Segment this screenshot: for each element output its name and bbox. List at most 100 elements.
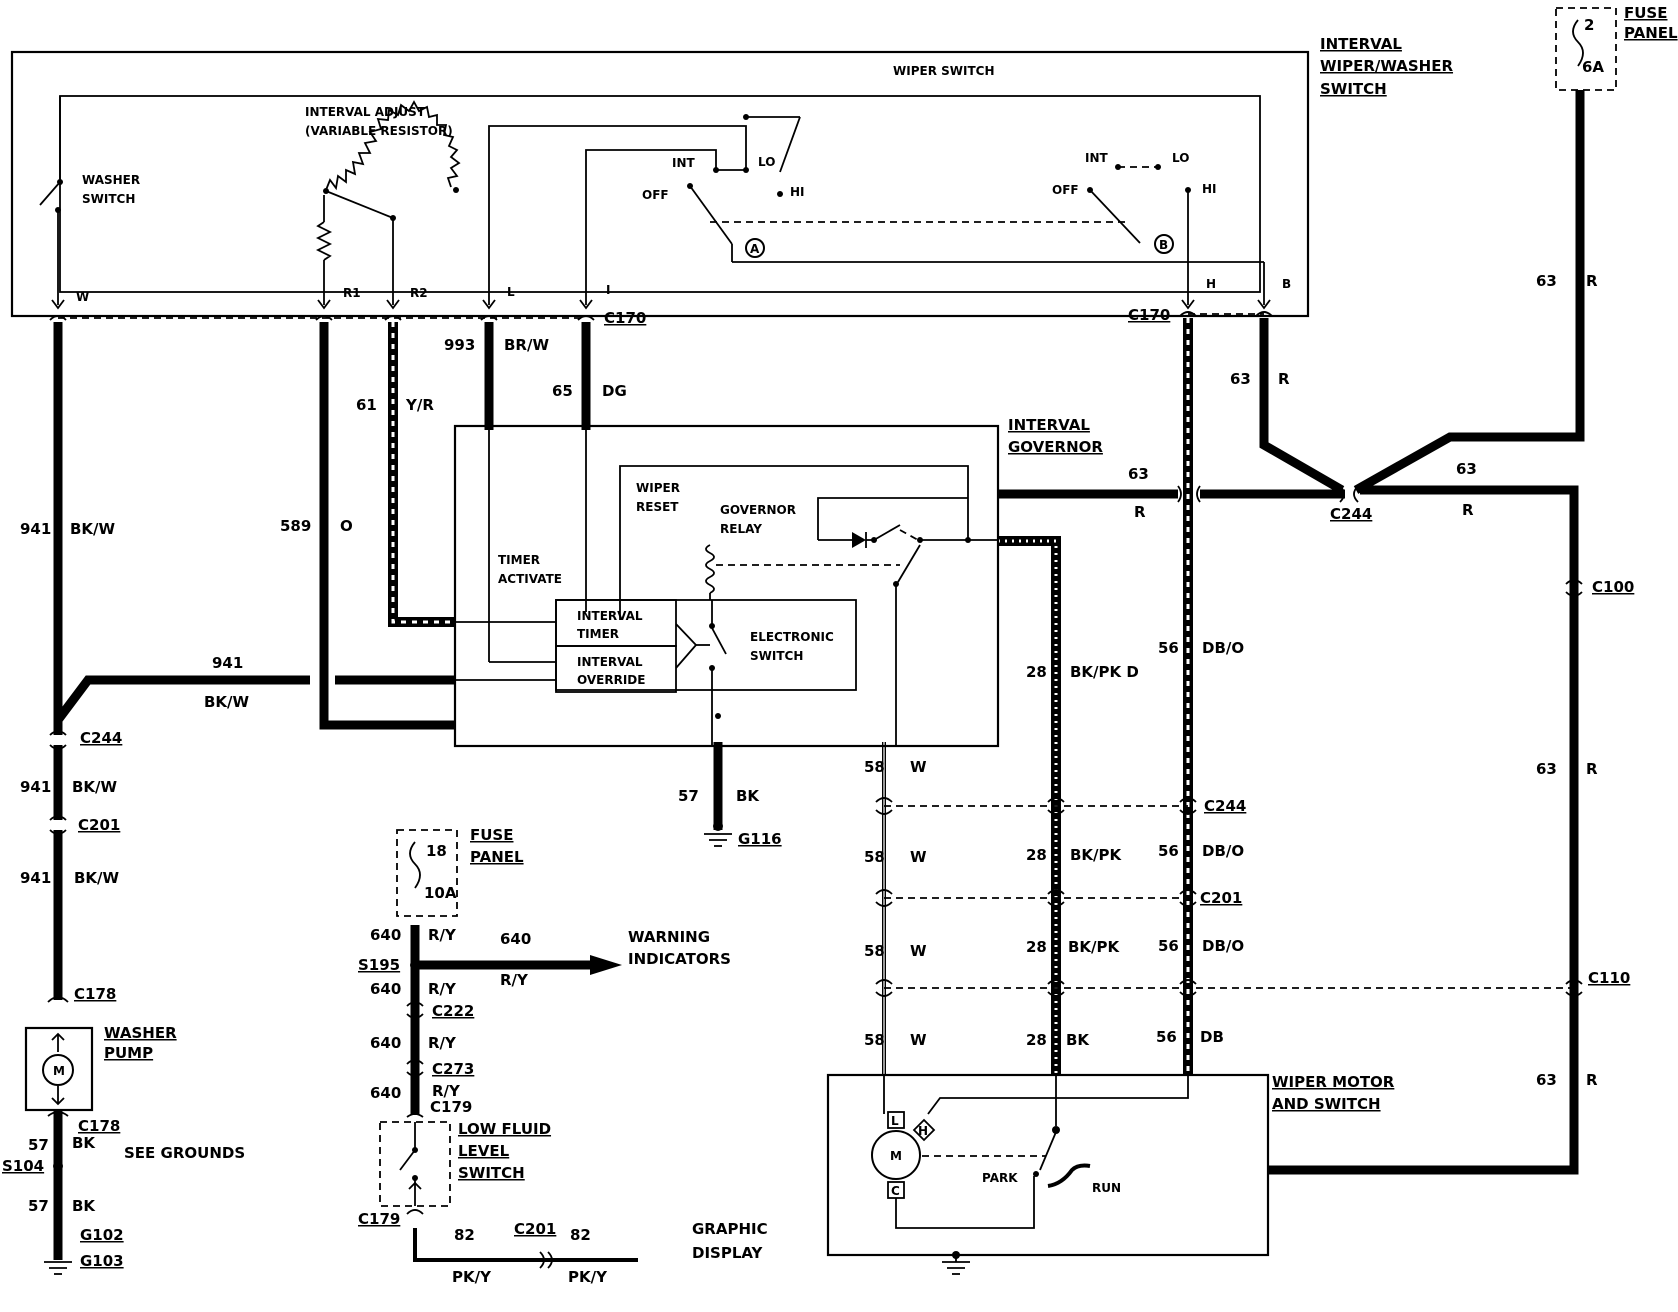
- w56-b-color: DB/O: [1202, 842, 1244, 860]
- w640-d-color: R/Y: [428, 1034, 457, 1052]
- interval-wiper-washer-switch: INTERVAL WIPER/WASHER SWITCH WIPER SWITC…: [10, 35, 1453, 318]
- wiper-reset-line1: WIPER: [636, 481, 680, 495]
- pin-r1: R1: [343, 286, 361, 300]
- w640-a-color: R/Y: [428, 926, 457, 944]
- pos-int-right: INT: [1085, 151, 1109, 165]
- wiper-switch-label: WIPER SWITCH: [893, 64, 995, 78]
- w58-c-num: 58: [864, 942, 885, 960]
- motor-terminal-c: C: [891, 1184, 900, 1198]
- fuse-top-label-line1: FUSE: [1624, 4, 1667, 22]
- fuse-top-label-line2: PANEL: [1624, 24, 1678, 42]
- wire-640: [410, 925, 595, 1115]
- w28-c-num: 28: [1026, 938, 1047, 956]
- wire-61: [388, 322, 455, 627]
- wiper-switch-rotary-right: B INT LO OFF HI: [1052, 151, 1265, 305]
- w56-c-color: DB/O: [1202, 937, 1244, 955]
- connector-c201-row: C201: [875, 889, 1242, 907]
- connector-c273: C273: [406, 1059, 474, 1078]
- pos-hi-right: HI: [1202, 182, 1217, 196]
- contact-b-label: B: [1159, 238, 1168, 252]
- pin-l: L: [507, 285, 515, 299]
- c170-left-label: C170: [604, 309, 646, 327]
- w941-c-color: BK/W: [72, 778, 118, 796]
- contact-a-label: A: [750, 242, 760, 256]
- w941-d-num: 941: [20, 869, 51, 887]
- w640-d-num: 640: [370, 1034, 401, 1052]
- c244-mid-label: C244: [1330, 505, 1372, 523]
- c178-bottom-label: C178: [78, 1117, 120, 1135]
- c179-top-label: C179: [430, 1098, 472, 1116]
- w941-b-num: 941: [212, 654, 243, 672]
- interval-timer-line1: INTERVAL: [577, 609, 643, 623]
- w82-a-color: PK/Y: [452, 1268, 492, 1286]
- connector-c178-top: C178: [47, 985, 116, 1003]
- w941-d-color: BK/W: [74, 869, 120, 887]
- w63-f-num: 63: [1536, 1071, 1557, 1089]
- run-label: RUN: [1092, 1181, 1121, 1195]
- pos-lo-left: LO: [758, 155, 775, 169]
- w28-b-num: 28: [1026, 846, 1047, 864]
- washer-pump-label-line1: WASHER: [104, 1024, 177, 1042]
- fuse-panel-mid: 18 10A FUSE PANEL: [396, 826, 524, 917]
- pin-r2: R2: [410, 286, 428, 300]
- w640-c-num: 640: [370, 980, 401, 998]
- wiper-motor-and-switch: WIPER MOTOR AND SWITCH L M H C PARK RUN: [826, 1073, 1395, 1275]
- w57-a-color: BK: [736, 787, 760, 805]
- w993-num: 993: [444, 336, 475, 354]
- warning-indicators-line1: WARNING: [628, 928, 710, 946]
- w640-b-color: R/Y: [500, 971, 529, 989]
- g116-label: G116: [738, 830, 782, 848]
- connector-c110-row: C110: [875, 969, 1630, 997]
- c244-top-label: C244: [1204, 797, 1246, 815]
- w28-a-num: 28: [1026, 663, 1047, 681]
- governor-title-line2: GOVERNOR: [1008, 438, 1103, 456]
- w65-num: 65: [552, 382, 573, 400]
- w56-d-num: 56: [1156, 1028, 1177, 1046]
- w82-b-num: 82: [570, 1226, 591, 1244]
- fuse-mid-number: 18: [426, 842, 447, 860]
- connector-c201-bottom: C201 GRAPHIC DISPLAY: [514, 1220, 768, 1269]
- pos-off-left: OFF: [642, 188, 669, 202]
- wire-labels: 941 BK/W 941 BK/W 941 BK/W 941 BK/W 589 …: [20, 272, 1598, 1286]
- w589-color: O: [340, 517, 353, 535]
- wiper-motor-symbol: M: [890, 1149, 902, 1163]
- low-fluid-line1: LOW FLUID: [458, 1120, 551, 1138]
- washer-switch: WASHER SWITCH: [39, 96, 140, 305]
- w56-c-num: 56: [1158, 937, 1179, 955]
- pin-w: W: [76, 290, 89, 304]
- w941-a-num: 941: [20, 520, 51, 538]
- fuse-mid-label-line2: PANEL: [470, 848, 524, 866]
- low-fluid-line3: SWITCH: [458, 1164, 525, 1182]
- fuse-top-rating: 6A: [1582, 58, 1604, 76]
- w28-d-num: 28: [1026, 1031, 1047, 1049]
- pin-b: B: [1282, 277, 1291, 291]
- w63-d-color: R: [1462, 501, 1474, 519]
- washer-switch-label-line1: WASHER: [82, 173, 140, 187]
- wiper-switch-rotary-left: A INT LO OFF HI: [642, 114, 1264, 263]
- electronic-switch-line2: SWITCH: [750, 649, 803, 663]
- pos-hi-left: HI: [790, 185, 805, 199]
- w57-b-num: 57: [28, 1136, 49, 1154]
- connector-c201-left: C201: [49, 815, 120, 835]
- w57-a-num: 57: [678, 787, 699, 805]
- w58-a-num: 58: [864, 758, 885, 776]
- pos-off-right: OFF: [1052, 183, 1079, 197]
- graphic-display-line2: DISPLAY: [692, 1244, 764, 1262]
- splice-s195: S195 WARNING INDICATORS: [358, 928, 731, 974]
- warning-indicators-line2: INDICATORS: [628, 950, 731, 968]
- switch-title-line2: WIPER/WASHER: [1320, 57, 1453, 75]
- timer-activate-line1: TIMER: [498, 553, 540, 567]
- w63-a-num: 63: [1536, 272, 1557, 290]
- motor-terminal-h: H: [918, 1124, 928, 1138]
- switch-title-line1: INTERVAL: [1320, 35, 1402, 53]
- fuse-mid-rating: 10A: [424, 884, 457, 902]
- motor-terminal-l: L: [891, 1114, 899, 1128]
- c178-top-label: C178: [74, 985, 116, 1003]
- interval-timer-line2: TIMER: [577, 627, 619, 641]
- interval-adjust-resistor: INTERVAL ADJUST (VARIABLE RESISTOR): [305, 100, 461, 305]
- wiper-motor-label-line1: WIPER MOTOR: [1272, 1073, 1395, 1091]
- c201-mid-label: C201: [1200, 889, 1242, 907]
- w640-e-color: R/Y: [432, 1082, 461, 1100]
- c179-bottom-label: C179: [358, 1210, 400, 1228]
